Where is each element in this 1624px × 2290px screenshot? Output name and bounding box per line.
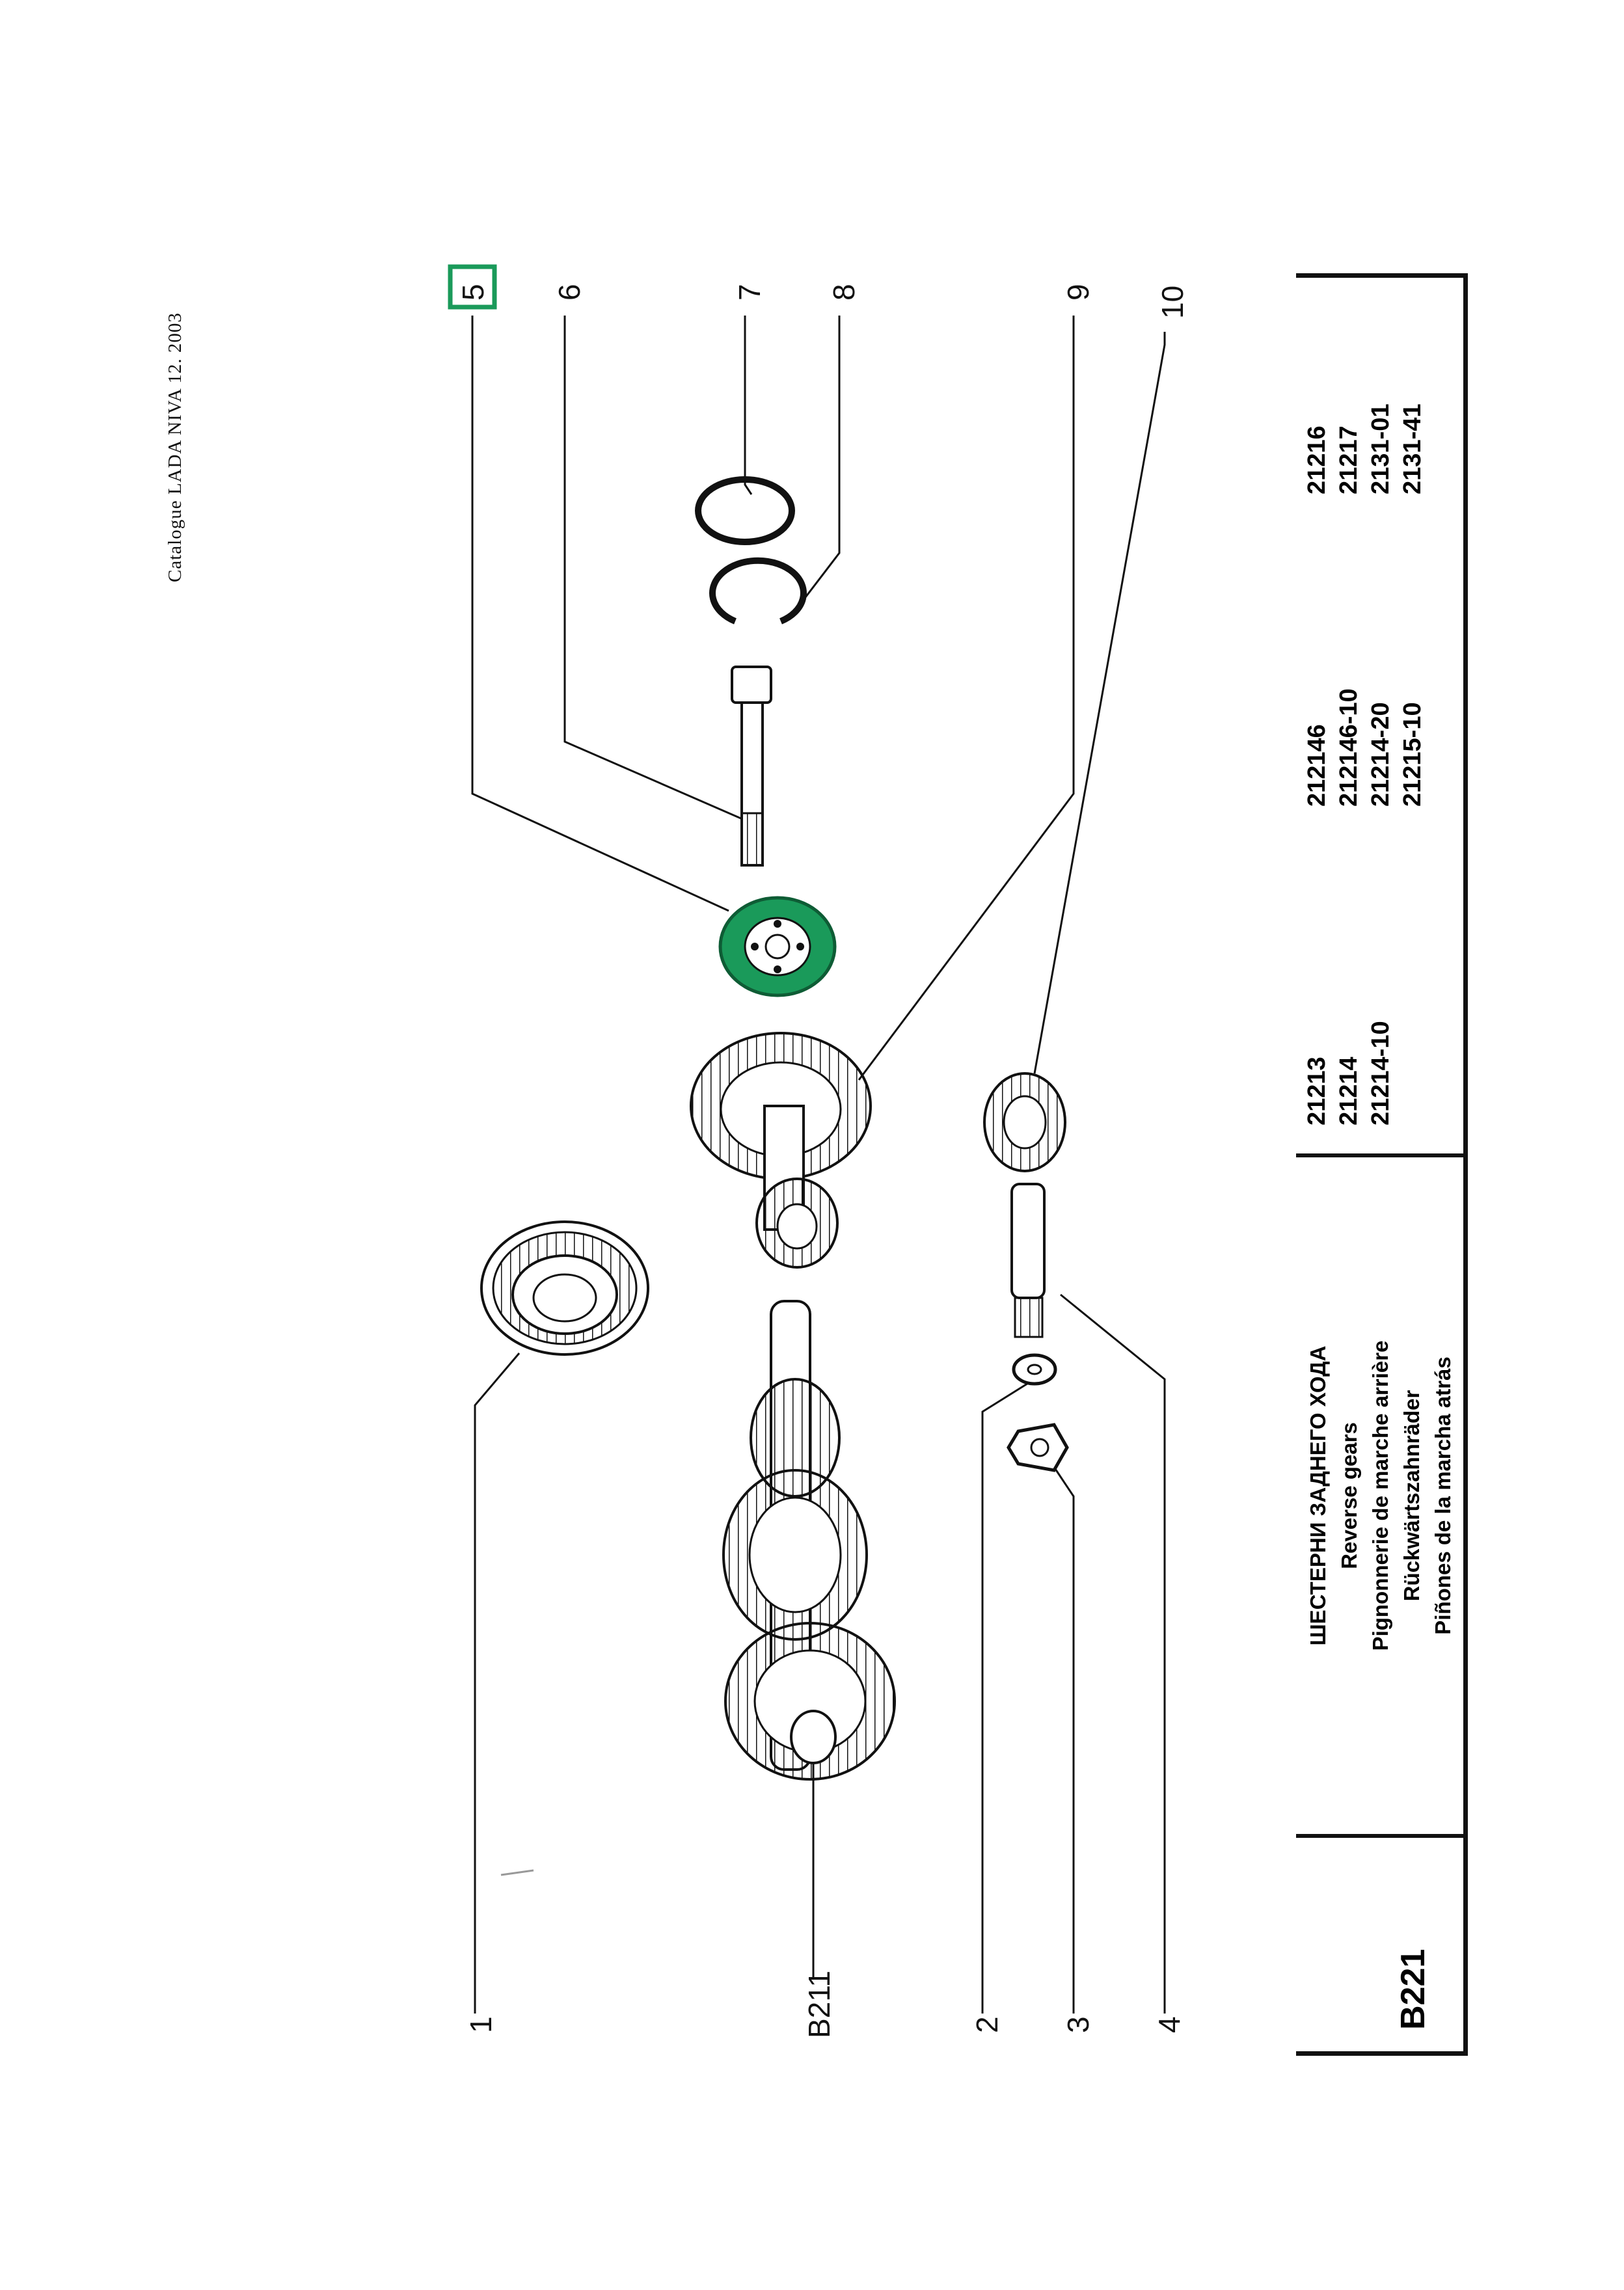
leader-6 [563,316,752,824]
models-col-3: 21216 21217 2131-01 2131-41 [1301,404,1429,494]
leader-lines [471,316,1166,2014]
model-code: 21213 [1303,1057,1331,1125]
title-block: B221 ШЕСТЕРНИ ЗАДНЕГО ХОДА Reverse gears… [1296,273,1468,2056]
gear-icon [722,1300,896,1781]
gear-icon [983,1072,1066,1172]
model-code: 21214-20 [1367,702,1394,807]
leader-4 [1060,1293,1166,2014]
title-ru: ШЕСТЕРНИ ЗАДНЕГО ХОДА [1306,1345,1330,1646]
models-col-2: 212146 212146-10 21214-20 21215-10 [1301,688,1429,807]
title-es: Piñones de la marcha atrás [1431,1356,1455,1635]
nut-icon [1007,1423,1069,1472]
leader-2 [981,1378,1035,2014]
gear-icon [690,1032,872,1269]
stray-mark [500,1869,534,1876]
bearing-icon [718,896,837,997]
model-code: 2131-01 [1367,403,1394,494]
page-code: B221 [1394,1948,1432,2030]
title-names-cell: ШЕСТЕРНИ ЗАДНЕГО ХОДА Reverse gears Pign… [1296,1153,1463,1834]
leader-1 [474,1353,521,2014]
title-fr: Pignonnerie de marche arrière [1368,1340,1392,1651]
model-code: 21214 [1335,1057,1362,1125]
axle-icon [1010,1183,1046,1338]
gear-icon [480,1220,649,1356]
model-code: 2131-41 [1399,403,1426,494]
model-code: 21214-10 [1367,1021,1394,1125]
model-code: 21215-10 [1399,702,1426,807]
leader-5 [471,316,729,912]
title-code-cell: B221 [1296,1834,1463,2056]
leader-3 [1053,1466,1075,2014]
models-col-1: 21213 21214 21214-10 [1301,1021,1397,1125]
model-code: 212146-10 [1335,688,1362,807]
bolt-icon [731,666,772,867]
leader-8 [796,316,841,609]
model-code: 21216 [1303,425,1331,494]
model-code: 21217 [1335,425,1362,494]
washer-icon [1012,1353,1057,1386]
leader-7 [744,316,753,495]
leader-10 [1033,332,1166,1074]
circlip-icon [709,557,807,625]
model-code: 212146 [1303,724,1331,807]
title-de: Rückwärtszahnräder [1400,1390,1424,1602]
title-en: Reverse gears [1337,1422,1361,1569]
ring-icon [695,476,795,545]
highlight-box [448,264,497,310]
leader-9 [858,316,1075,1081]
